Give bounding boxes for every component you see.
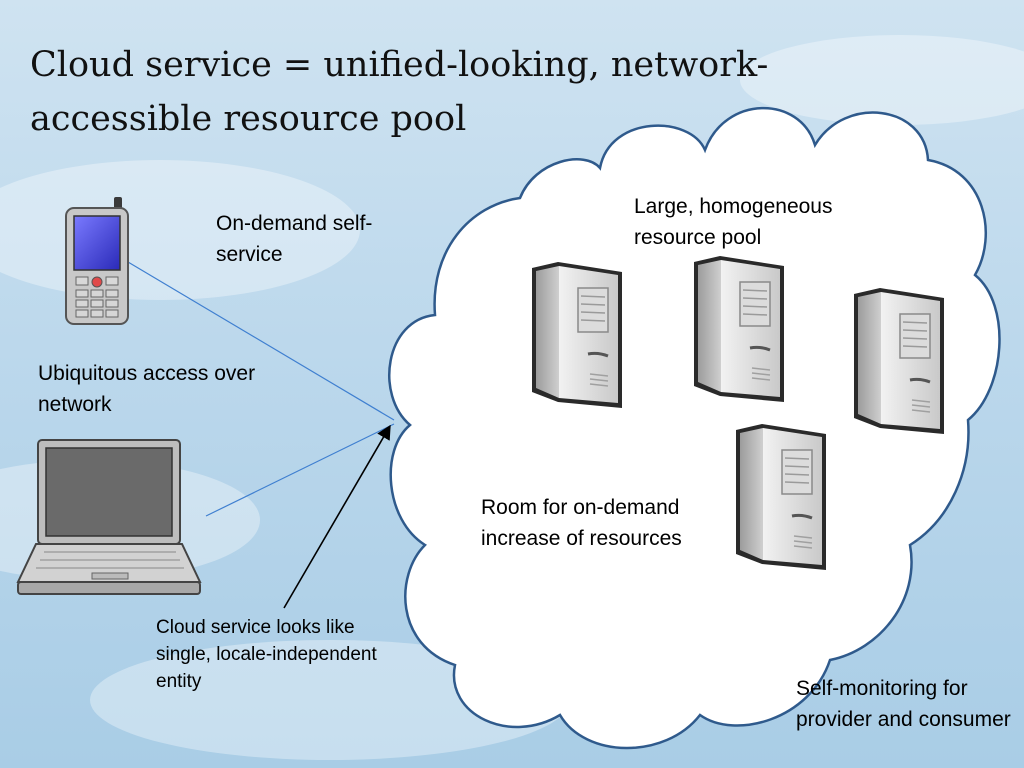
server-icon <box>852 288 946 434</box>
laptop-icon <box>16 439 202 595</box>
server-icon <box>530 262 624 408</box>
single-entity-arrow <box>283 424 391 609</box>
large-pool-label: Large, homogeneous resource pool <box>634 195 833 249</box>
mobile-phone-icon <box>65 197 129 325</box>
single-entity-caption: Cloud service looks like single, locale-… <box>156 617 377 692</box>
slide-title: Cloud service = unified-looking, network… <box>30 45 769 139</box>
room-for-increase-label: Room for on-demand increase of resources <box>481 496 682 550</box>
server-icon <box>734 424 828 570</box>
phone-connector-line <box>127 261 395 421</box>
on-demand-label: On-demand self-service <box>216 212 373 266</box>
ubiquitous-access-label: Ubiquitous access over network <box>38 362 256 416</box>
self-monitoring-label: Self-monitoring for provider and consume… <box>796 677 1011 731</box>
laptop-connector-line <box>205 423 395 517</box>
server-icon <box>692 256 786 402</box>
